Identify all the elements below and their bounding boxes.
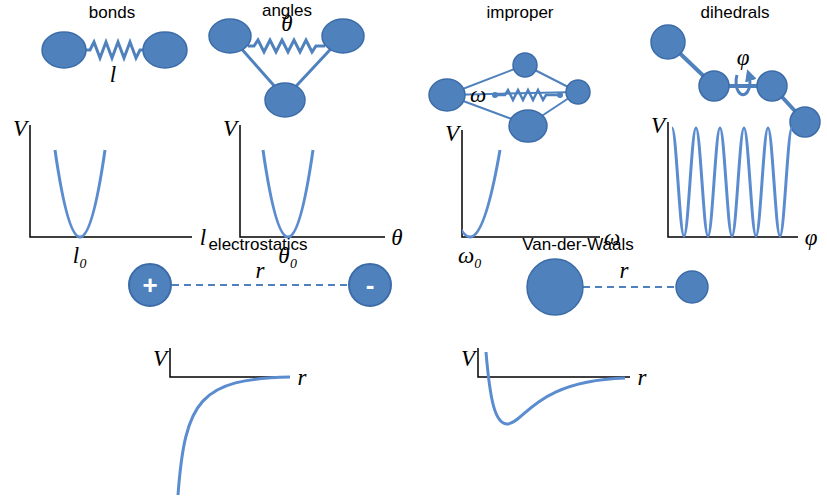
term-title: dihedrals xyxy=(701,4,770,21)
math-label: V xyxy=(223,117,237,140)
distance-line xyxy=(172,284,348,286)
math-label: V xyxy=(445,122,459,145)
math-label: r xyxy=(638,366,647,389)
potential-curves xyxy=(55,128,792,495)
term-title: electrostatics xyxy=(208,236,307,253)
math-label: φ xyxy=(737,46,750,69)
math-label: ω xyxy=(470,83,486,106)
term-title: bonds xyxy=(89,4,135,21)
plot-axes xyxy=(30,122,798,377)
math-label: r xyxy=(298,366,307,389)
charge-circle: + xyxy=(128,263,172,307)
math-label: r xyxy=(620,259,629,282)
math-label: θ xyxy=(391,226,402,249)
math-label: l₀ xyxy=(73,244,87,267)
math-label: ω₀ xyxy=(458,244,482,267)
math-label: l xyxy=(110,63,116,86)
math-label: V xyxy=(153,347,167,370)
vdw-illustration xyxy=(527,259,708,315)
dihedral-illustration xyxy=(651,25,820,137)
term-title: improper xyxy=(486,4,553,21)
math-label: V xyxy=(651,114,665,137)
math-label: θ xyxy=(281,12,292,35)
math-label: φ xyxy=(805,226,818,249)
math-label: V xyxy=(13,117,27,140)
distance-label: r xyxy=(254,259,267,282)
charge-sign: + xyxy=(142,272,157,298)
charge-sign: - xyxy=(366,272,375,298)
math-label: V xyxy=(461,347,475,370)
term-title: Van-der-Waals xyxy=(522,236,633,253)
charge-circle: - xyxy=(348,263,392,307)
math-label: l xyxy=(200,226,206,249)
